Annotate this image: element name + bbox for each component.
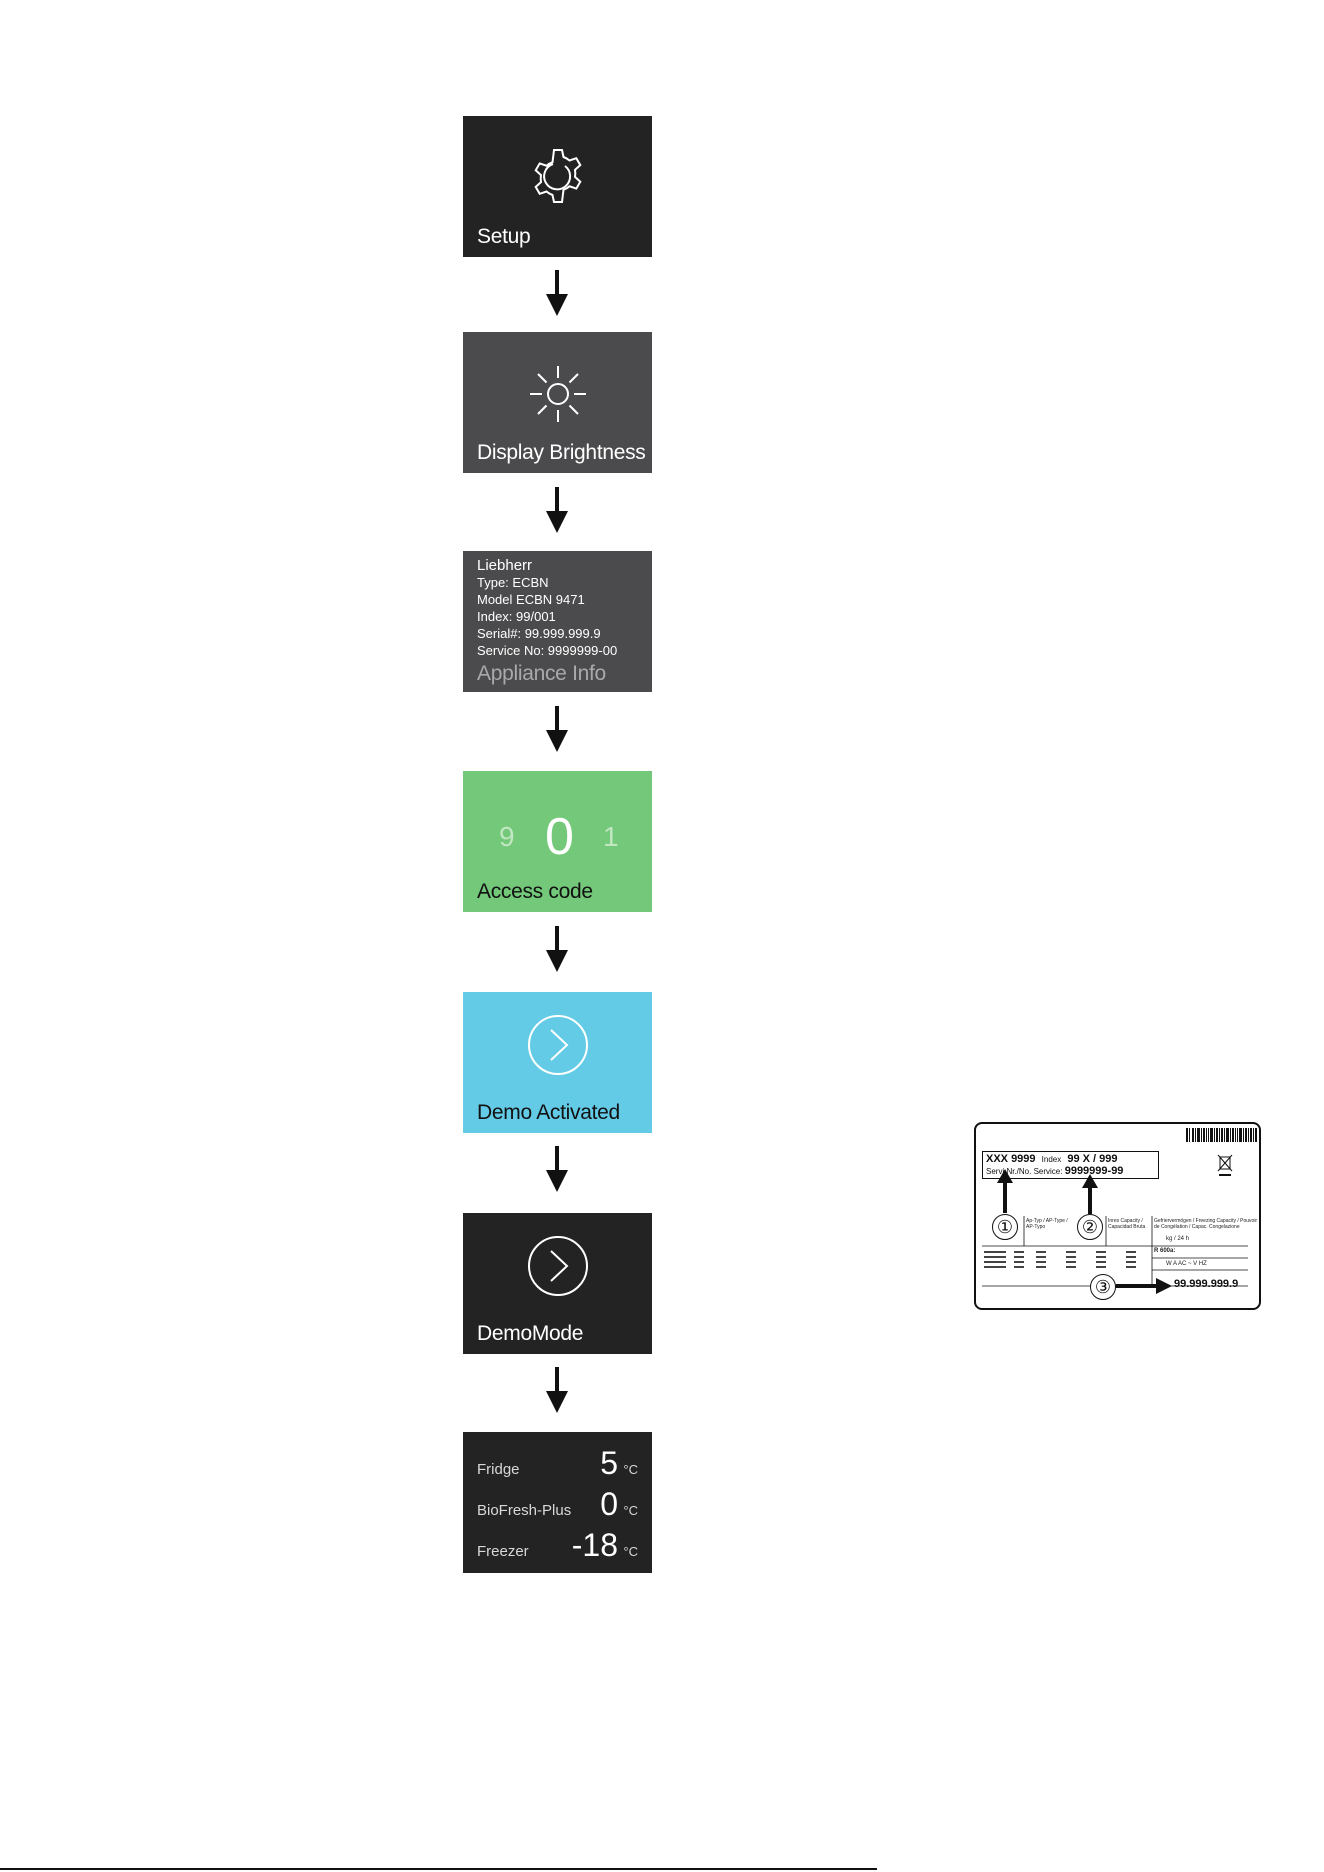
arrow-up-icon [997, 1169, 1013, 1213]
demo-activated-screen[interactable]: Demo Activated [463, 992, 652, 1133]
appliance-info-lines: Liebherr Type: ECBN Model ECBN 9471 Inde… [477, 557, 617, 659]
plate-index-value: 99 X / 999 [1067, 1153, 1118, 1165]
appliance-info-label: Appliance Info [477, 662, 606, 685]
sun-icon [529, 366, 586, 422]
temperature-overview-screen[interactable]: Fridge 5 °C BioFresh-Plus 0 °C Freezer -… [463, 1432, 652, 1573]
temp-value: 0 [600, 1486, 618, 1522]
temp-value: 5 [600, 1445, 618, 1481]
temp-name: Freezer [477, 1543, 529, 1560]
page-footer-rule [0, 1868, 877, 1870]
temp-unit: °C [623, 1503, 638, 1518]
info-line: Index: 99/001 [477, 609, 556, 624]
plate-serial: 99.999.999.9 [1174, 1278, 1239, 1290]
display-brightness-label: Display Brightness [477, 441, 646, 464]
plate-fine-print: R 600a: [1154, 1248, 1176, 1254]
temp-unit: °C [623, 1544, 638, 1559]
temp-unit: °C [623, 1462, 638, 1477]
display-brightness-screen[interactable]: Display Brightness [463, 332, 652, 473]
down-arrow-icon [546, 926, 568, 972]
weee-bin-icon [1217, 1154, 1233, 1176]
callout-marker-3: ③ [1090, 1274, 1116, 1300]
demo-mode-screen[interactable]: DemoMode [463, 1213, 652, 1354]
plate-fine-print: Inres Capacity / Capacidad Bruta [1108, 1218, 1146, 1230]
temp-value: -18 [571, 1527, 618, 1563]
arrow-right-icon [1116, 1278, 1172, 1294]
plate-fine-print: Gefriervermögen / Freezing Capacity / Po… [1154, 1218, 1258, 1230]
arrow-up-icon [1082, 1174, 1098, 1214]
callout-marker-1: ① [992, 1214, 1018, 1240]
down-arrow-icon [546, 1146, 568, 1192]
chevron-circle-icon [527, 1015, 588, 1075]
plate-index-label: Index [1041, 1155, 1062, 1164]
temp-name: Fridge [477, 1461, 520, 1478]
temp-row-freezer[interactable]: Freezer -18 °C [477, 1524, 638, 1564]
temp-row-fridge[interactable]: Fridge 5 °C [477, 1442, 638, 1482]
temp-row-biofresh[interactable]: BioFresh-Plus 0 °C [477, 1483, 638, 1523]
code-digit-current: 0 [545, 808, 574, 866]
code-digit-prev: 9 [499, 821, 515, 852]
callout-marker-2: ② [1077, 1214, 1103, 1240]
down-arrow-icon [546, 706, 568, 752]
demo-mode-label: DemoMode [477, 1322, 584, 1345]
down-arrow-icon [546, 1367, 568, 1413]
plate-fine-print: W A AC ~ V HZ [1166, 1261, 1207, 1267]
info-line: Service No: 9999999-00 [477, 643, 618, 658]
rating-plate: XXX 9999 Index 99 X / 999 Servi Nr./No. … [974, 1122, 1261, 1310]
plate-model: XXX 9999 [986, 1153, 1036, 1165]
access-code-label: Access code [477, 880, 593, 903]
access-code-screen[interactable]: 9 0 1 Access code [463, 771, 652, 912]
setup-screen[interactable]: Setup [463, 116, 652, 257]
code-wheel[interactable]: 9 0 1 [463, 807, 652, 867]
plate-fine-print: Ap-Typ / AP-Type / AP-Typo [1026, 1218, 1068, 1230]
info-line: Liebherr [477, 557, 533, 574]
appliance-info-screen[interactable]: Liebherr Type: ECBN Model ECBN 9471 Inde… [463, 551, 652, 692]
info-line: Serial#: 99.999.999.9 [477, 626, 601, 641]
code-digit-next: 1 [603, 821, 619, 852]
barcode-icon [1186, 1128, 1257, 1142]
setup-label: Setup [477, 225, 531, 248]
plate-service-value: 9999999-99 [1064, 1165, 1124, 1177]
down-arrow-icon [546, 270, 568, 316]
temp-name: BioFresh-Plus [477, 1502, 572, 1519]
demo-activated-label: Demo Activated [477, 1101, 620, 1124]
info-line: Type: ECBN [477, 575, 549, 590]
down-arrow-icon [546, 487, 568, 533]
info-line: Model ECBN 9471 [477, 592, 585, 607]
plate-fine-print: kg / 24 h [1166, 1236, 1190, 1242]
gear-icon [533, 149, 582, 203]
plate-service-label: Servi Nr./No. Service: [986, 1167, 1063, 1176]
model-index-box: XXX 9999 Index 99 X / 999 Servi Nr./No. … [982, 1151, 1159, 1179]
chevron-circle-icon [527, 1236, 588, 1296]
